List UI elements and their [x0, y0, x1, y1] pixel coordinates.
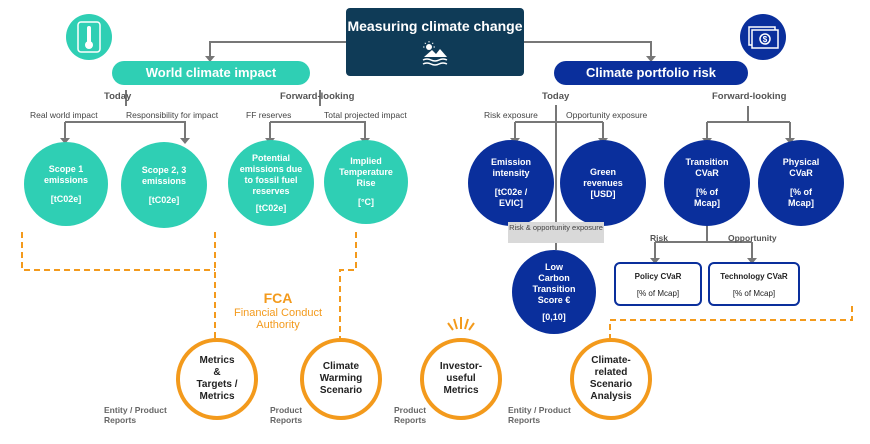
report-label-4: Entity / Product Reports: [508, 405, 571, 425]
report-label-3: Product Reports: [394, 405, 427, 425]
diagram-title: Measuring climate change: [347, 18, 523, 34]
emission-intensity-circle: Emission intensity [tC02e / EVIC]: [468, 140, 554, 226]
investor-metrics-ring: Investor- useful Metrics: [420, 338, 502, 420]
right-forward-label: Forward-looking: [712, 91, 787, 102]
thermometer-icon: [77, 21, 101, 53]
left-forward-label: Forward-looking: [280, 91, 355, 102]
left-today-label: Today: [104, 91, 132, 102]
scenario-analysis-ring: Climate- related Scenario Analysis: [570, 338, 652, 420]
green-revenues-circle: Green revenues [USD]: [560, 140, 646, 226]
technology-cvar-box: Technology CVaR [% of Mcap]: [708, 262, 800, 306]
risk-label: Risk: [650, 233, 668, 243]
fca-label: FCA Financial Conduct Authority: [226, 290, 330, 331]
report-label-1: Entity / Product Reports: [104, 405, 167, 425]
low-carbon-transition-circle: Low Carbon Transition Score € [0,10]: [512, 250, 596, 334]
fossil-reserves-circle: Potential emissions due to fossil fuel r…: [228, 140, 314, 226]
landscape-sun-icon: [422, 41, 448, 66]
implied-temperature-circle: Implied Temperature Rise [°C]: [324, 140, 408, 224]
climate-warming-ring: Climate Warming Scenario: [300, 338, 382, 420]
root-node: Measuring climate change: [346, 8, 524, 76]
risk-exposure-label: Risk exposure: [484, 110, 538, 120]
opportunity-exposure-label: Opportunity exposure: [566, 110, 648, 120]
money-bill-icon: $: [748, 26, 779, 49]
scope1-circle: Scope 1 emissions [tC02e]: [24, 142, 108, 226]
policy-cvar-box: Policy CVaR [% of Mcap]: [614, 262, 702, 306]
total-projected-label: Total projected impact: [324, 110, 407, 120]
opportunity-label: Opportunity: [728, 233, 777, 243]
physical-cvar-circle: Physical CVaR [% of Mcap]: [758, 140, 844, 226]
real-world-impact-label: Real world impact: [30, 110, 98, 120]
scope23-circle: Scope 2, 3 emissions [tC02e]: [121, 142, 207, 228]
thermometer-badge: [66, 14, 112, 60]
climate-portfolio-risk-header: Climate portfolio risk: [554, 61, 748, 85]
right-today-label: Today: [542, 91, 570, 102]
responsibility-label: Responsibility for impact: [126, 110, 219, 120]
svg-text:$: $: [763, 35, 768, 44]
money-badge: $: [740, 14, 786, 60]
ff-reserves-label: FF reserves: [246, 110, 292, 120]
transition-cvar-circle: Transition CVaR [% of Mcap]: [664, 140, 750, 226]
report-label-2: Product Reports: [270, 405, 303, 425]
risk-opportunity-label: Risk & opportunity exposure: [508, 222, 604, 243]
metrics-targets-ring: Metrics & Targets / Metrics: [176, 338, 258, 420]
fca-line2: Authority: [256, 319, 300, 331]
world-climate-impact-header: World climate impact: [112, 61, 310, 85]
fca-abbr: FCA: [263, 290, 293, 306]
fca-line1: Financial Conduct: [233, 307, 323, 319]
sunburst-icon: [447, 317, 475, 331]
